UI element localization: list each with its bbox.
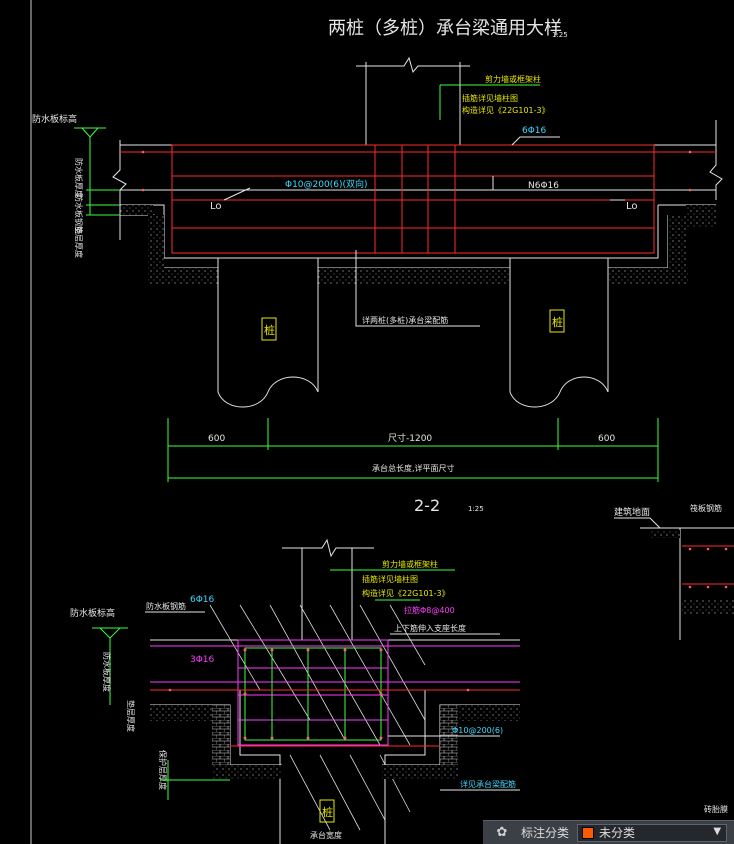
s-stirrup-note: 拉筋Φ8@400 [404,605,455,615]
beam-rebar-leader [355,250,480,327]
upper-note-3: 构造详见《22G101-3》 [462,105,550,115]
upper-note-1: 剪力墙或框架柱 [485,74,541,84]
s-water-board-rebar-label: 防水板钢筋 [146,601,186,611]
dim-middle: 尺寸-1200 [388,432,432,444]
s-cushion-left [150,705,230,721]
s-width-label: 承台宽度 [310,830,342,840]
cushion-right [686,205,716,227]
s-pile-label: 桩 [322,805,333,819]
dim-left: 600 [208,434,225,444]
side-rebar-label: N6Φ16 [528,181,559,191]
tag-icon[interactable]: ✿ [496,825,508,840]
s-dim-lines [160,760,230,800]
upper-note-2: 插筋详见墙柱图 [462,93,518,103]
right-ground-hatch [650,530,680,538]
s-brick-right [440,705,458,775]
s-brick-left [212,705,230,775]
s-water-board-thk-label: 防水板厚度 [102,652,112,692]
cushion-left [120,205,153,215]
s-cushion-right [440,705,520,721]
rebar-dots [141,150,692,192]
cushion-right-vert [668,215,686,285]
section-outline [150,639,520,844]
dim-right: 600 [598,434,615,444]
chevron-down-icon[interactable]: ▼ [713,825,722,837]
break-line-left [112,140,127,240]
drawing-title-scale: 1:25 [552,31,568,39]
s-top-rebar-label: 6Φ16 [190,595,215,605]
lo-left: Lo [210,201,222,212]
s-beam-rebar-note: 详见承台梁配筋 [460,779,516,789]
section-note-leader [330,569,455,601]
pile-left [217,257,319,408]
dim-total: 承台总长度,详平面尺寸 [372,463,455,473]
stirrup-label: Φ10@200(6)(双向) [285,178,368,190]
pile-right-tag [549,309,565,333]
water-board-elev-label: 防水板标高 [32,113,77,125]
s-upper-note-2: 插筋详见墙柱图 [362,574,418,584]
s-cushion-bottom-l [212,765,282,779]
section-column [282,538,374,640]
category-color-swatch [582,826,595,839]
rebar-cage [120,144,716,254]
annotation-category-bar: ✿ 标注分类 未分类 ▼ [483,820,734,844]
break-line-right [709,120,723,200]
s-stirrup-label: Φ10@200(6) [452,726,503,735]
dimension-lines [167,418,659,482]
section-rebar-green [244,647,382,741]
lo-right: Lo [626,201,638,212]
cushion-thk-label: 垫层厚度 [74,226,84,258]
s-cushion-label: 垫层厚度 [126,700,136,732]
s-pile-tag [319,799,335,823]
elev-marker [74,127,106,138]
section-rebar-dots [168,648,470,740]
ground-label: 建筑地面 [614,506,650,518]
s-side-rebar-label: 3Φ16 [190,655,215,665]
s-upper-note-3: 构造详见《22G101-3》 [362,588,450,598]
beam-rebar-note: 详两桩(多桩)承台梁配筋 [362,315,448,325]
section-scale: 1:25 [468,505,484,513]
pile-left-label: 桩 [264,323,275,337]
floor-rebar-label: 筏板钢筋 [690,503,722,513]
s-elev-marker [92,627,128,639]
s-cover-label: 保护层厚度 [158,750,168,790]
ground-leader [614,517,661,529]
brick-label: 砖胎膜 [704,804,728,814]
category-select[interactable]: 未分类 ▼ [577,823,728,842]
drawing-title: 两桩（多桩）承台梁通用大样 [328,18,562,39]
right-rebar [682,545,734,585]
category-label: 标注分类 [521,826,570,840]
right-detail [640,527,734,640]
upper-column [356,56,470,145]
section-hatch [209,604,426,831]
cushion-left-vert [148,215,164,285]
s-top-note: 上下筋伸入支座长度 [394,623,466,633]
upper-note-leader [439,84,540,120]
water-board-thk-label: 防水板厚度 [74,158,84,198]
water-board-rebar-label: 防水板钢筋 [74,194,84,234]
s-cushion-bottom-r [382,765,458,779]
pile-left-tag [261,317,277,341]
s-upper-note-1: 剪力墙或框架柱 [382,559,438,569]
top-rebar-label: 6Φ16 [522,126,547,136]
section-rebar-red [150,689,520,747]
side-rebar-leader [492,176,570,191]
s-water-board-elev-label: 防水板标高 [70,607,115,619]
right-rebar-dots [688,547,728,589]
category-value: 未分类 [599,826,636,840]
section-rebar-magenta [150,639,520,746]
right-cushion [682,600,734,614]
section-title: 2-2 [414,496,440,515]
lo-left-arrow [223,187,251,201]
top-rebar-leader [511,136,560,146]
pile-right-label: 桩 [552,315,563,329]
